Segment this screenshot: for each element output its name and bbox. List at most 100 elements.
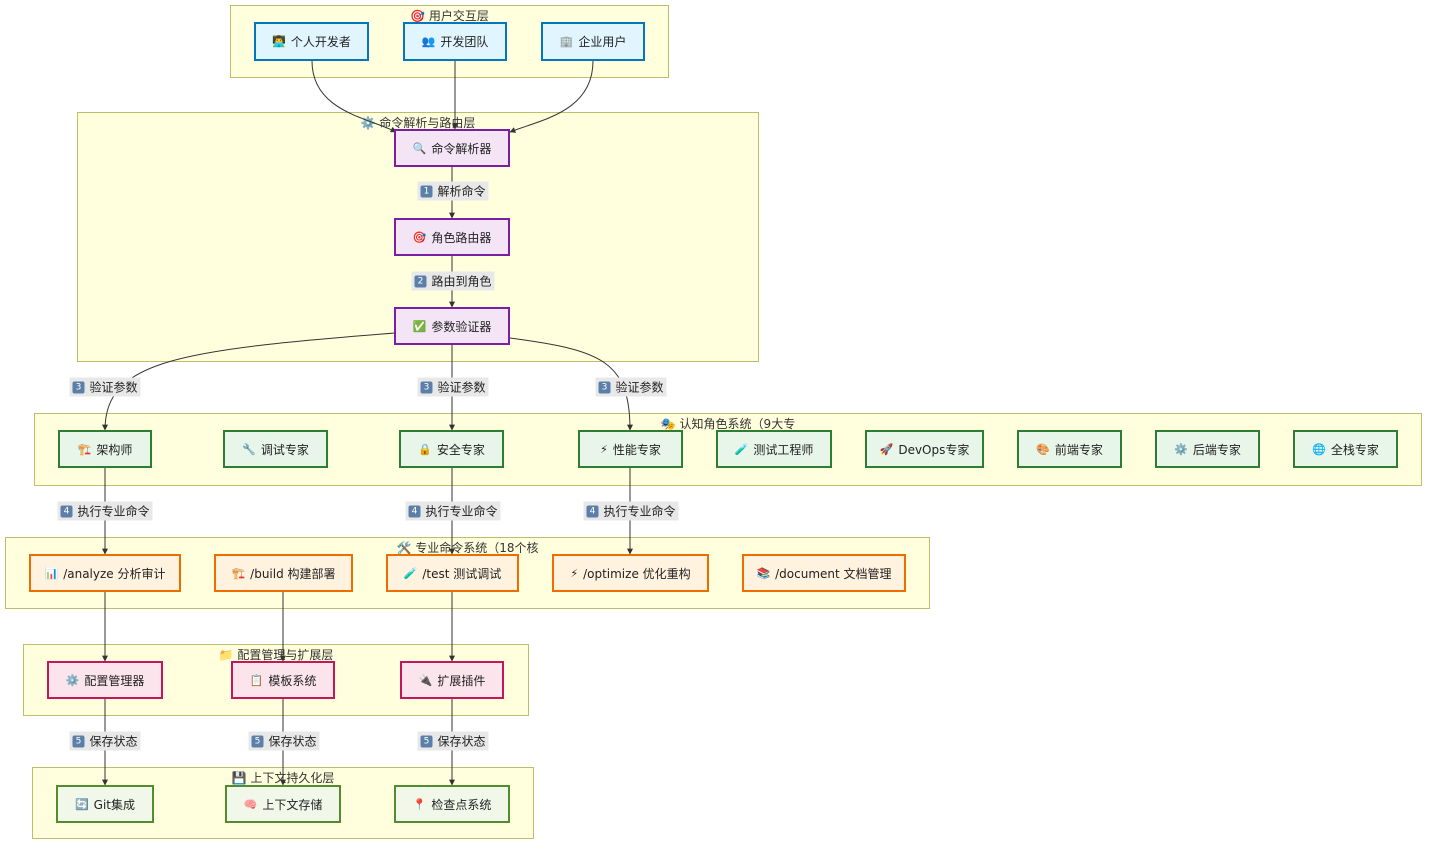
node-extension-plugin[interactable]: 🔌 扩展插件 — [400, 661, 504, 699]
node-template-system[interactable]: 📋 模板系统 — [231, 661, 335, 699]
node-role-backend[interactable]: ⚙️后端专家 — [1155, 430, 1260, 468]
node-label: 后端专家 — [1192, 442, 1241, 457]
node-label: 测试工程师 — [753, 442, 814, 457]
node-label: DevOps专家 — [898, 442, 970, 457]
node-context-storage[interactable]: 🧠 上下文存储 — [225, 785, 341, 823]
node-label: 参数验证器 — [431, 319, 492, 334]
layer-user-title: 🎯 用户交互层 — [410, 9, 489, 23]
node-label: 命令解析器 — [431, 141, 492, 156]
node-label: 性能专家 — [612, 442, 661, 457]
edge-u1-p1 — [311, 60, 397, 133]
node-role-performance[interactable]: ⚡ 性能专家 — [578, 430, 683, 468]
rocket-icon: 🚀 — [879, 442, 894, 456]
edge-label-save-checkpoint: 5 保存状态 — [417, 731, 489, 751]
node-cmd-analyze[interactable]: 📊 /analyze 分析审计 — [29, 554, 181, 592]
node-label: 安全专家 — [436, 442, 485, 457]
edge-label-text: 保存状态 — [437, 734, 486, 749]
node-label: 上下文存储 — [262, 797, 323, 812]
node-role-test-engineer[interactable]: 🧪 测试工程师 — [716, 430, 832, 468]
construction-icon: 🏗️ — [77, 442, 92, 456]
test-tube-icon: 🧪 — [403, 566, 418, 580]
pin-icon: 📍 — [412, 797, 427, 811]
number-badge: 3 — [420, 381, 433, 393]
node-enterprise-user[interactable]: 🏢 企业用户 — [541, 22, 645, 61]
edge-label-text: 验证参数 — [615, 380, 664, 395]
clipboard-icon: 📋 — [249, 673, 264, 687]
edge-label-exec-optimize: 4 执行专业命令 — [583, 501, 679, 521]
edge-label-text: 验证参数 — [89, 380, 138, 395]
layer-commands-title: 🛠️ 专业命令系统（18个核 — [396, 541, 539, 555]
node-role-security[interactable]: 🔒安全专家 — [399, 430, 504, 468]
edge-label-text: 保存状态 — [268, 734, 317, 749]
node-label: 扩展插件 — [437, 673, 486, 688]
node-individual-dev[interactable]: 👨‍💻 个人开发者 — [254, 22, 369, 61]
gear-icon: ⚙️ — [65, 673, 80, 687]
edge-label-validate-performance: 3 验证参数 — [595, 377, 667, 397]
node-command-parser[interactable]: 🔍 命令解析器 — [394, 129, 510, 167]
layer-roles-title: 🎭 认知角色系统（9大专 — [660, 417, 796, 431]
edge-label-exec-test: 4 执行专业命令 — [405, 501, 501, 521]
books-icon: 📚 — [756, 566, 771, 580]
building-icon: 🏢 — [559, 35, 574, 48]
node-label: /document 文档管理 — [775, 566, 892, 581]
number-badge: 4 — [408, 505, 421, 517]
magnifier-icon: 🔍 — [412, 141, 427, 155]
node-label: /optimize 优化重构 — [583, 566, 691, 581]
refresh-icon: 🔄 — [74, 797, 89, 811]
edge-label-text: 执行专业命令 — [77, 504, 150, 519]
node-role-router[interactable]: 🎯角色路由器 — [394, 218, 510, 256]
node-role-fullstack[interactable]: 🌐全栈专家 — [1293, 430, 1398, 468]
node-cmd-optimize[interactable]: ⚡/optimize 优化重构 — [552, 554, 709, 592]
layer-parse-title: ⚙️ 命令解析与路由层 — [360, 116, 476, 130]
number-badge: 3 — [598, 381, 611, 393]
construction-icon: 🏗️ — [231, 566, 246, 580]
node-cmd-build[interactable]: 🏗️ /build 构建部署 — [214, 554, 353, 592]
node-label: 个人开发者 — [290, 35, 351, 49]
number-badge: 5 — [420, 735, 433, 747]
node-role-frontend[interactable]: 🎨前端专家 — [1017, 430, 1122, 468]
node-label: Git集成 — [93, 797, 136, 812]
test-tube-icon: 🧪 — [734, 442, 749, 456]
edge-label-text: 路由到角色 — [431, 274, 492, 289]
target-icon: 🎯 — [412, 230, 427, 244]
node-cmd-document[interactable]: 📚 /document 文档管理 — [742, 554, 906, 592]
node-role-devops[interactable]: 🚀 DevOps专家 — [865, 430, 984, 468]
lightning-icon: ⚡ — [600, 442, 608, 456]
node-label: 模板系统 — [268, 673, 317, 688]
node-label: 企业用户 — [578, 35, 627, 49]
node-label: 架构师 — [96, 442, 133, 457]
node-cmd-test[interactable]: 🧪 /test 测试调试 — [386, 554, 519, 592]
node-dev-team[interactable]: 👥开发团队 — [403, 22, 507, 61]
node-config-manager[interactable]: ⚙️ 配置管理器 — [47, 661, 163, 699]
node-param-validator[interactable]: ✅ 参数验证器 — [394, 307, 510, 345]
node-role-debug[interactable]: 🔧调试专家 — [223, 430, 328, 468]
node-label: /analyze 分析审计 — [63, 566, 166, 581]
developer-icon: 👨‍💻 — [272, 35, 286, 48]
node-label: 全栈专家 — [1330, 442, 1379, 457]
number-badge: 4 — [60, 505, 73, 517]
number-badge: 5 — [72, 735, 85, 747]
brain-icon: 🧠 — [243, 797, 258, 811]
edge-label-text: 执行专业命令 — [603, 504, 676, 519]
node-label: /build 构建部署 — [250, 566, 336, 581]
node-label: 配置管理器 — [84, 673, 145, 688]
checkmark-icon: ✅ — [412, 319, 427, 333]
edge-label-validate-security: 3 验证参数 — [417, 377, 489, 397]
number-badge: 1 — [420, 185, 433, 197]
bar-chart-icon: 📊 — [44, 566, 59, 580]
layer-config-title: 📁 配置管理与扩展层 — [218, 648, 334, 662]
edge-label-exec-analyze: 4 执行专业命令 — [57, 501, 153, 521]
node-checkpoint-system[interactable]: 📍检查点系统 — [394, 785, 510, 823]
edge-label-text: 执行专业命令 — [425, 504, 498, 519]
node-role-architect[interactable]: 🏗️ 架构师 — [58, 430, 152, 468]
number-badge: 4 — [586, 505, 599, 517]
node-label: 开发团队 — [440, 35, 489, 49]
plug-icon: 🔌 — [418, 673, 433, 687]
node-label: /test 测试调试 — [422, 566, 502, 581]
edge-label-text: 验证参数 — [437, 380, 486, 395]
wrench-icon: 🔧 — [242, 442, 256, 456]
node-git-integration[interactable]: 🔄 Git集成 — [56, 785, 154, 823]
